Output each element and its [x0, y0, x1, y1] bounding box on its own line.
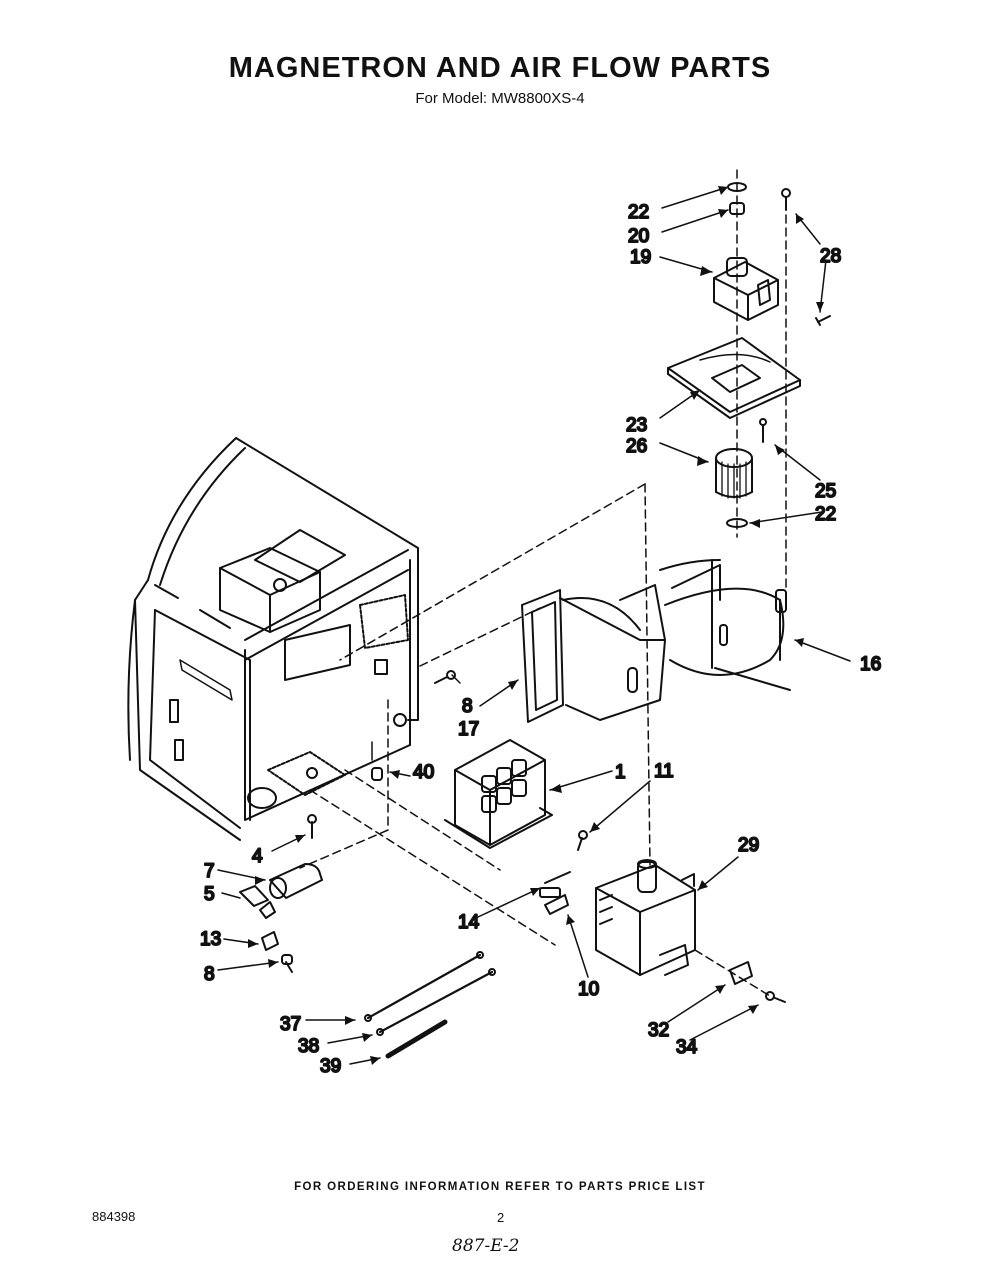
magnetron	[595, 859, 696, 976]
callout-14: 14	[458, 912, 480, 933]
callout-22-bottom: 22	[815, 504, 836, 525]
callout-25: 25	[815, 481, 836, 502]
arrowheads	[248, 186, 824, 1065]
screws	[281, 188, 831, 1003]
callout-38: 38	[298, 1036, 319, 1057]
callout-39: 39	[320, 1056, 341, 1077]
callout-32: 32	[648, 1020, 669, 1041]
fan-motor-bracket	[713, 257, 779, 321]
callout-8-top: 8	[462, 696, 473, 717]
wire-leads	[364, 951, 496, 1059]
callout-40: 40	[413, 762, 434, 783]
callout-4: 4	[252, 846, 263, 867]
thermal-cutout	[729, 961, 753, 985]
cabinet-chassis	[127, 437, 419, 841]
model-subtitle: For Model: MW8800XS-4	[415, 90, 585, 107]
fan-blade	[715, 448, 753, 499]
transformer	[444, 739, 553, 849]
callout-10: 10	[578, 979, 599, 1000]
diode-and-holder	[539, 871, 571, 915]
callout-16: 16	[860, 654, 881, 675]
callout-7: 7	[204, 861, 215, 882]
callout-5: 5	[204, 884, 215, 905]
document-number: 884398	[92, 1209, 136, 1224]
callout-37: 37	[280, 1014, 301, 1035]
page-number: 2	[497, 1210, 505, 1225]
callout-11: 11	[654, 761, 674, 782]
capacitor-assembly	[239, 863, 323, 951]
callout-29: 29	[738, 835, 759, 856]
callout-labels: 22 20 19 28 23 26 25 22 16 8 17 1 40 11 …	[199, 201, 882, 1078]
exploded-view-lines	[299, 169, 787, 997]
callout-23: 23	[626, 415, 647, 436]
callout-26: 26	[626, 436, 647, 457]
callout-28: 28	[820, 246, 841, 267]
air-duct-assembly	[521, 559, 791, 723]
handwritten-note: 887-E-2	[452, 1236, 520, 1256]
callout-20: 20	[628, 226, 649, 247]
callout-17: 17	[458, 719, 479, 740]
ordering-info-footer: FOR ORDERING INFORMATION REFER TO PARTS …	[294, 1181, 706, 1193]
callout-19: 19	[630, 247, 651, 268]
page-title: MAGNETRON AND AIR FLOW PARTS	[228, 52, 772, 84]
callout-1: 1	[615, 762, 626, 783]
callout-34: 34	[676, 1037, 698, 1058]
callout-13: 13	[200, 929, 221, 950]
mounting-plate	[667, 337, 801, 419]
callout-8-bottom: 8	[204, 964, 215, 985]
callout-22-top: 22	[628, 202, 649, 223]
